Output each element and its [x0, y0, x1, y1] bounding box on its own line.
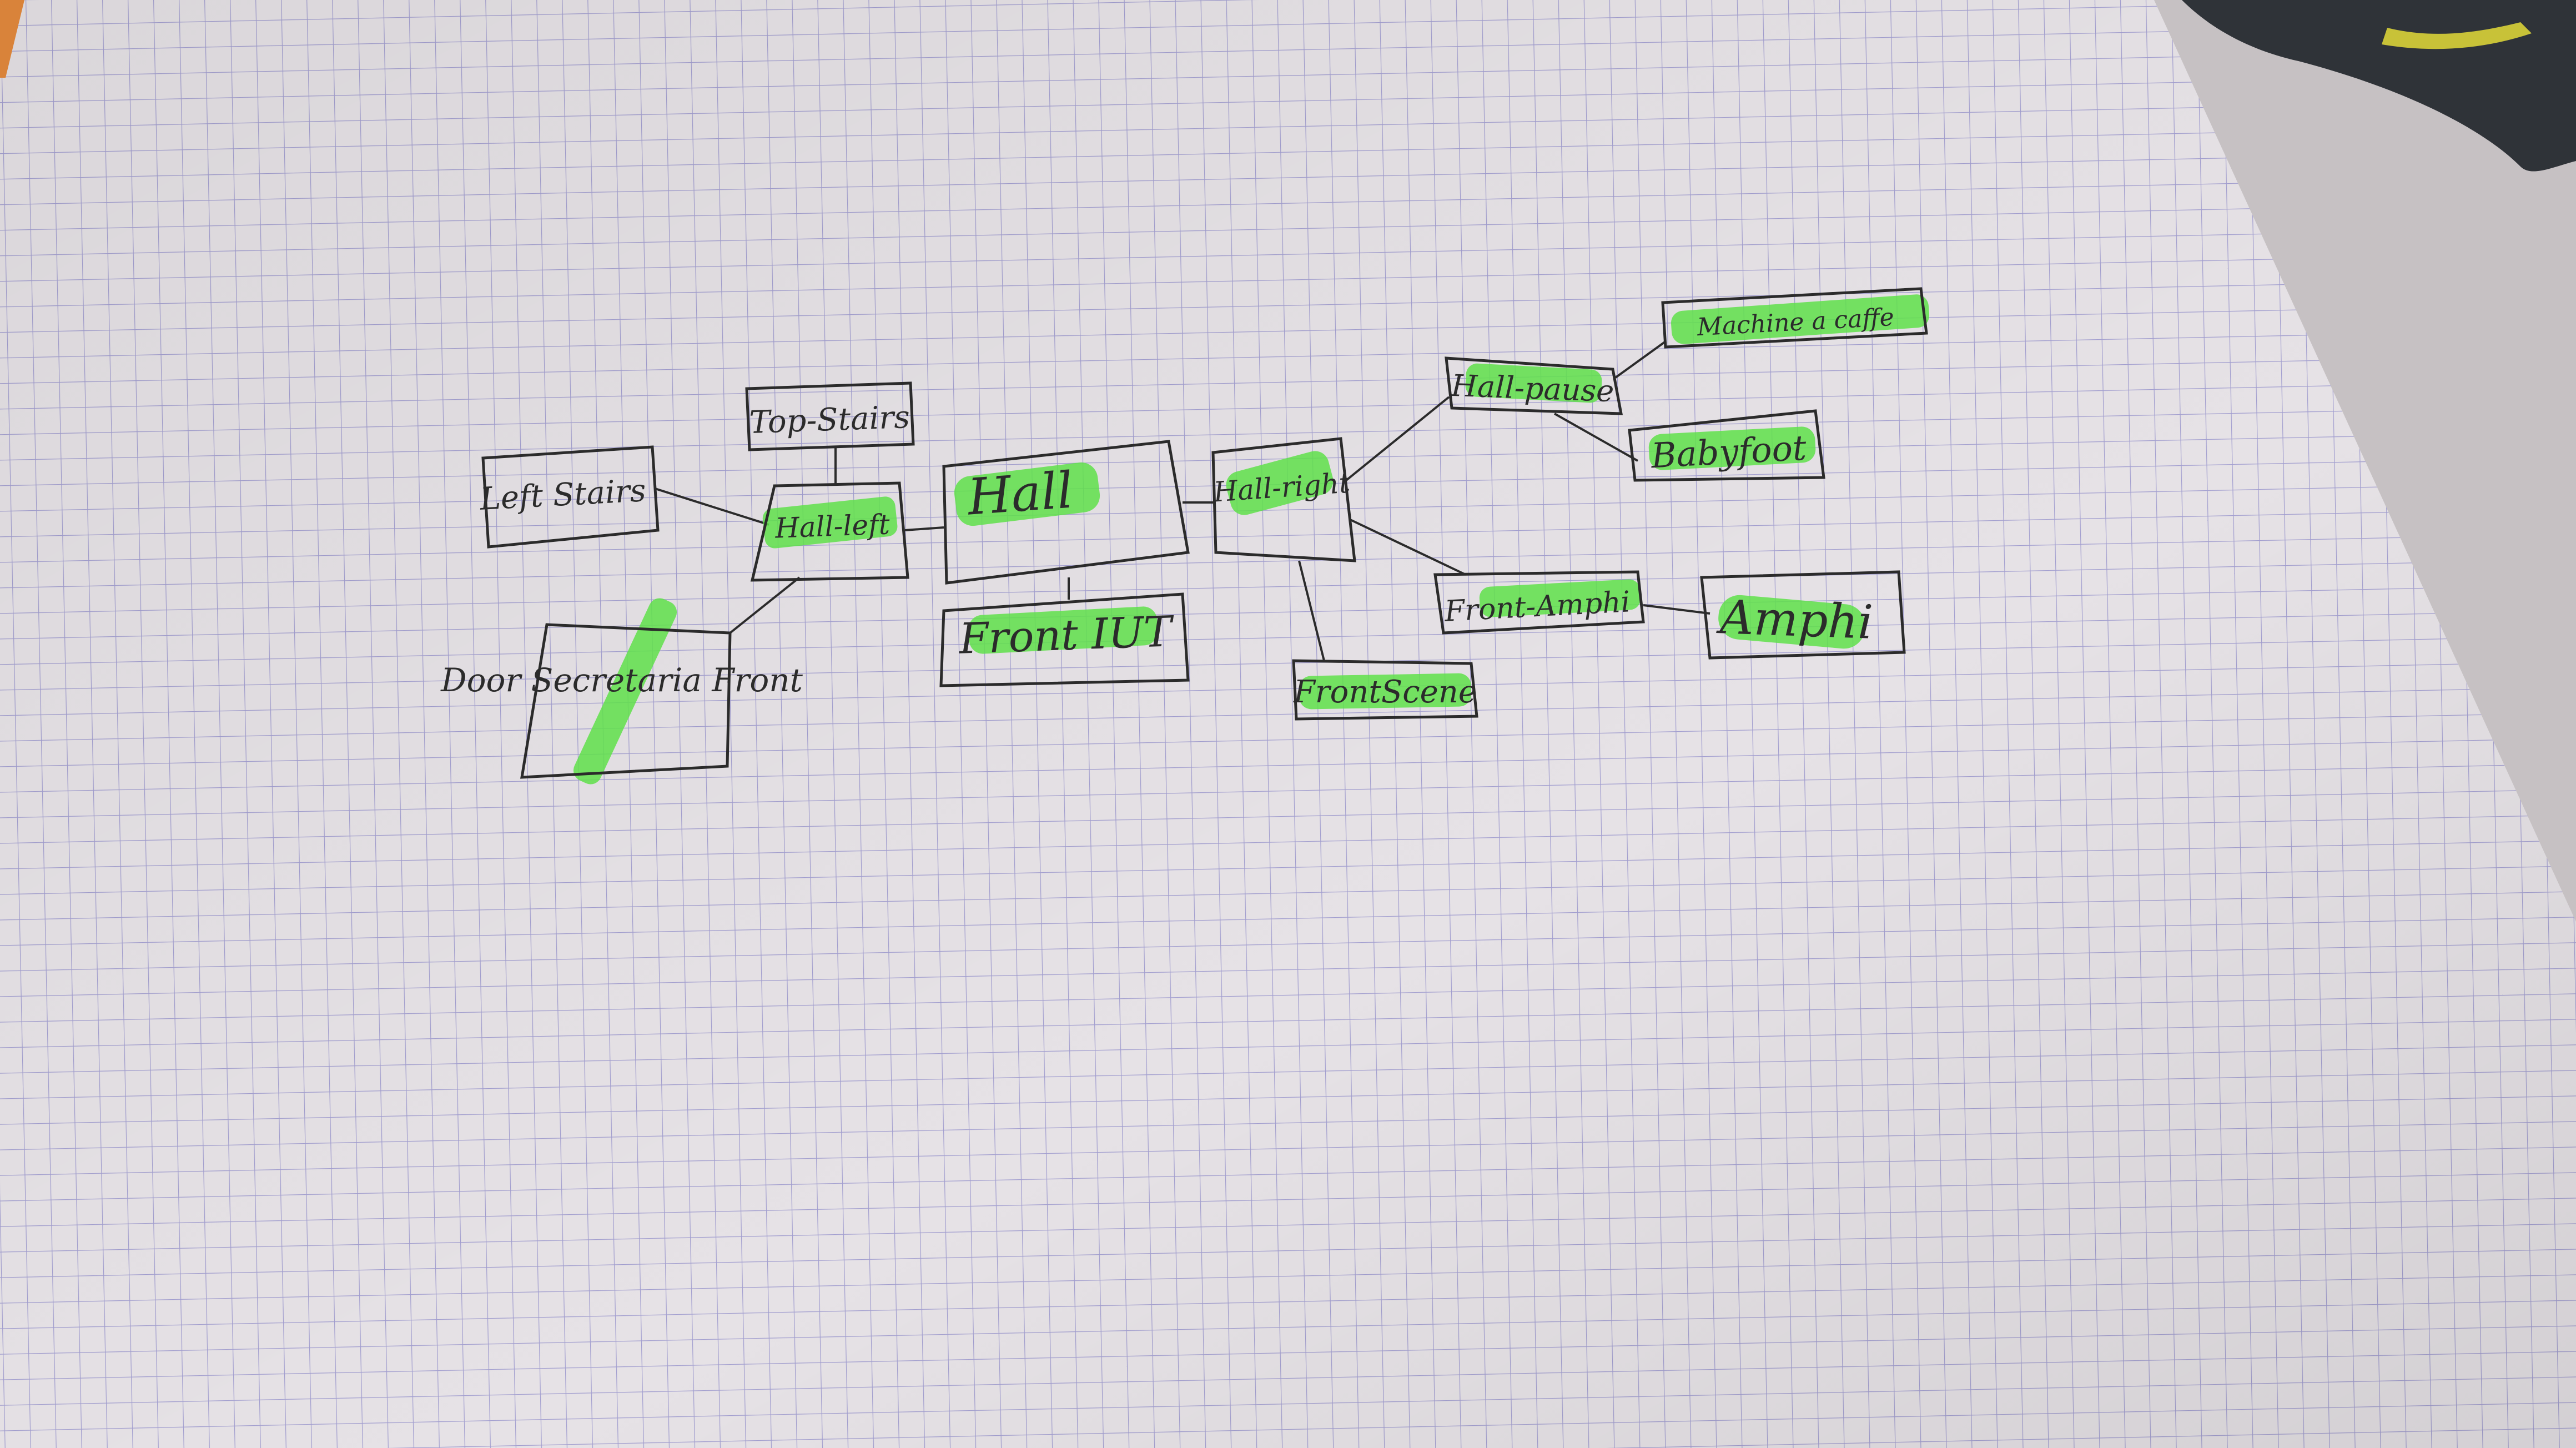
edge-hall-right-front-scene	[1298, 560, 1325, 661]
edge-hall-right-front-amphi	[1349, 518, 1466, 576]
edge-hall-pause-machine	[1614, 340, 1667, 379]
node-amphi: Amphi	[1700, 570, 1906, 660]
edge-hall-left-hall	[904, 526, 944, 531]
node-label: Hall-right	[1212, 466, 1352, 508]
nodes-layer: Left Stairs Top-Stairs Hall-left Door Se…	[440, 287, 1930, 785]
binder-edge	[0, 0, 24, 78]
node-label: Babyfoot	[1649, 428, 1807, 476]
node-label: Amphi	[1715, 590, 1874, 650]
node-label: FrontScene	[1293, 674, 1477, 710]
node-hall-pause: Hall-pause	[1445, 356, 1623, 415]
node-hall: Hall	[942, 440, 1190, 585]
node-label: Front IUT	[957, 606, 1175, 663]
edges-layer	[655, 340, 1710, 661]
node-machine-a-cafe: Machine a caffe	[1661, 287, 1930, 349]
node-babyfoot: Babyfoot	[1628, 409, 1825, 482]
edge-door-hall-left	[729, 576, 801, 634]
node-label: Door Secretaria Front	[440, 661, 803, 699]
edge-left-stairs-hall-left	[655, 487, 769, 526]
node-hall-left: Hall-left	[750, 481, 909, 582]
edge-front-amphi-amphi	[1643, 604, 1710, 615]
node-left-stairs: Left Stairs	[479, 445, 660, 549]
node-top-stairs: Top-Stairs	[745, 381, 915, 451]
node-front-amphi: Front-Amphi	[1433, 570, 1645, 635]
node-front-iut: Front IUT	[939, 592, 1190, 687]
node-door-secretaria: Door Secretaria Front	[440, 598, 803, 785]
dark-object	[2182, 0, 2576, 172]
node-front-scene: FrontScene	[1292, 659, 1478, 721]
edge-hall-pause-babyfoot	[1554, 413, 1638, 462]
node-label: Hall-left	[774, 508, 890, 544]
edge-hall-right-hall-pause	[1345, 396, 1450, 481]
node-label: Hall-pause	[1450, 368, 1614, 409]
node-hall-right: Hall-right	[1211, 437, 1356, 562]
node-label: Hall	[965, 461, 1075, 527]
node-label: Top-Stairs	[749, 399, 910, 441]
node-label: Left Stairs	[479, 472, 647, 517]
node-label: Front-Amphi	[1443, 585, 1631, 628]
